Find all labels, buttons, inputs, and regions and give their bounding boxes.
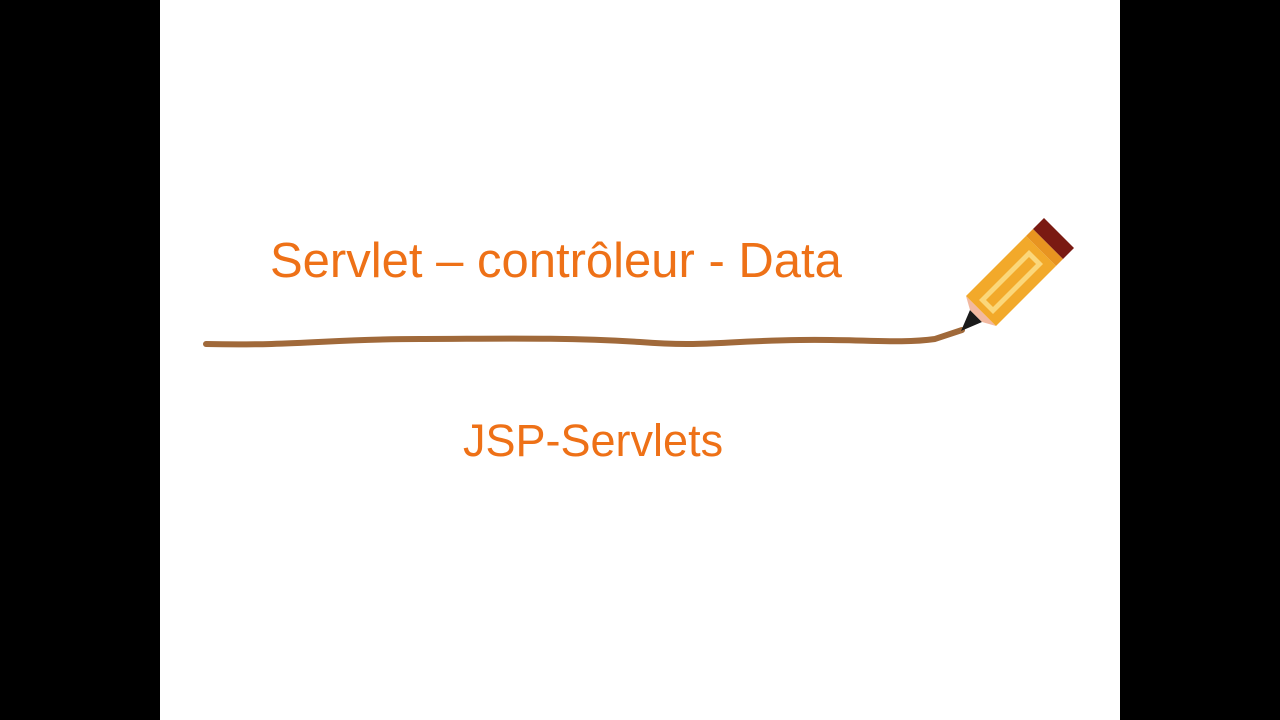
slide-subtitle: JSP-Servlets (463, 415, 724, 466)
pencil-icon (961, 218, 1074, 331)
slide-title: Servlet – contrôleur - Data (270, 234, 842, 288)
underline-stroke (203, 327, 965, 348)
slide-decoration (203, 218, 1074, 348)
slide: Servlet – contrôleur - Data JSP-Servlets (160, 0, 1120, 720)
